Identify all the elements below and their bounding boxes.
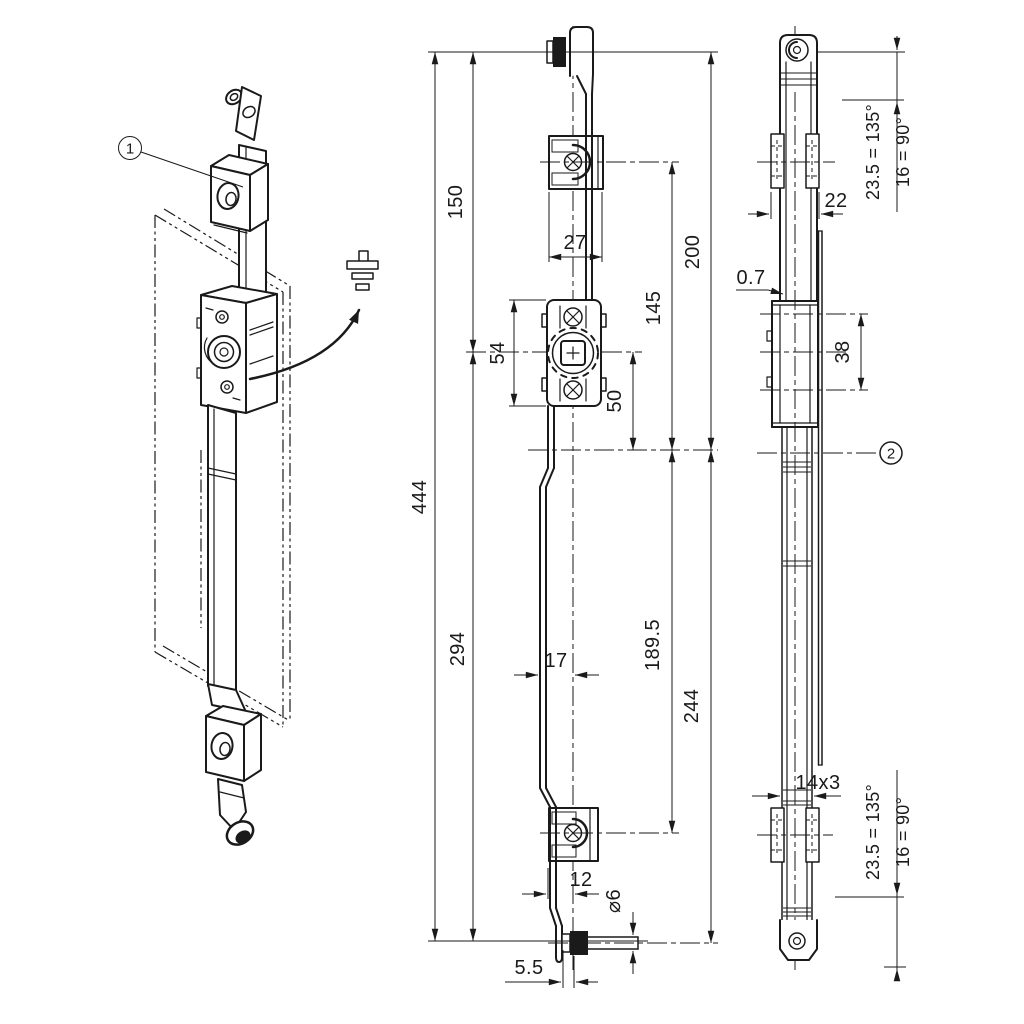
dim-label-0-7: 0.7 [736,267,765,289]
dim-14x3: 14x3 [752,772,841,800]
dim-label-17: 17 [544,650,567,672]
front-rod [539,405,557,808]
side-top-clip [757,133,835,189]
side-lock-case [760,300,868,428]
iso-view: 1 [118,86,379,846]
iso-top-guide-bracket [210,154,269,234]
dim-stroke-bottom: 23.5 = 135° 16 = 90° [835,770,913,982]
dim-244: 244 [681,450,715,943]
dim-label-54: 54 [487,341,509,364]
dim-upper-150: 150 [445,52,477,352]
dim-label-5-5: 5.5 [514,957,543,979]
side-bottom-cap [779,919,818,961]
dim-label-294: 294 [447,632,469,667]
front-bottom-pin [548,931,718,955]
earth-ground-icon [346,250,379,291]
iso-bottom-guide-bracket [205,705,262,782]
dim-label-27: 27 [563,232,586,254]
dim-label-50: 50 [604,389,626,412]
dim-label-stroke90-bottom: 16 = 90° [893,797,913,867]
dim-case-54: 54 [487,299,546,407]
front-bottom-guide-bracket [540,807,679,862]
front-view: 444 150 294 27 54 50 145 [409,26,718,988]
dim-pin-dia-6: ⌀6 [603,889,637,974]
dim-label-444: 444 [409,480,431,515]
iso-part [196,86,278,846]
dim-50: 50 [604,352,637,450]
dim-rod-offset-17: 17 [514,650,599,681]
side-view: 22 0.7 [736,26,913,982]
dim-200: 200 [682,52,715,450]
dim-lower-294: 294 [447,352,477,941]
dim-label-12: 12 [569,869,592,891]
dim-label-200: 200 [682,235,704,270]
dim-label-stroke135-bottom: 23.5 = 135° [863,784,883,880]
dim-145: 145 [643,162,676,450]
front-lock-case [466,299,642,407]
side-flat-rail [817,230,823,766]
dim-label-145: 145 [643,291,665,326]
dim-label-22: 22 [824,190,847,212]
callout-2-label: 2 [887,446,895,463]
dim-12: 12 [522,868,599,899]
dim-bracket-27: 27 [548,192,603,262]
dim-0-7: 0.7 [736,267,784,295]
iso-lock-case [196,285,278,414]
dim-label-stroke135-top: 23.5 = 135° [863,104,883,200]
dim-label-dia6: ⌀6 [603,889,625,913]
dim-22: 22 [748,190,847,219]
dim-label-38: 38 [832,340,854,363]
front-top-pin [546,26,594,95]
dim-label-150: 150 [445,185,467,220]
dim-label-189-5: 189.5 [642,619,664,671]
side-bottom-clip [757,807,833,863]
callout-1: 1 [118,136,244,188]
dim-189-5: 189.5 [642,450,676,833]
dim-label-244: 244 [681,689,703,724]
callout-2: 2 [757,441,903,465]
ground-arrow [248,308,361,381]
dim-stroke-top: 23.5 = 135° 16 = 90° [817,36,913,212]
side-top-cap [779,34,818,91]
dim-label-stroke90-top: 16 = 90° [893,117,913,187]
dim-label-14x3: 14x3 [796,772,841,794]
front-top-guide-bracket [540,135,679,190]
dim-5-5: 5.5 [505,950,598,988]
dim-38: 38 [832,314,865,390]
dim-total-444: 444 [409,52,439,941]
callout-1-label: 1 [126,141,134,158]
